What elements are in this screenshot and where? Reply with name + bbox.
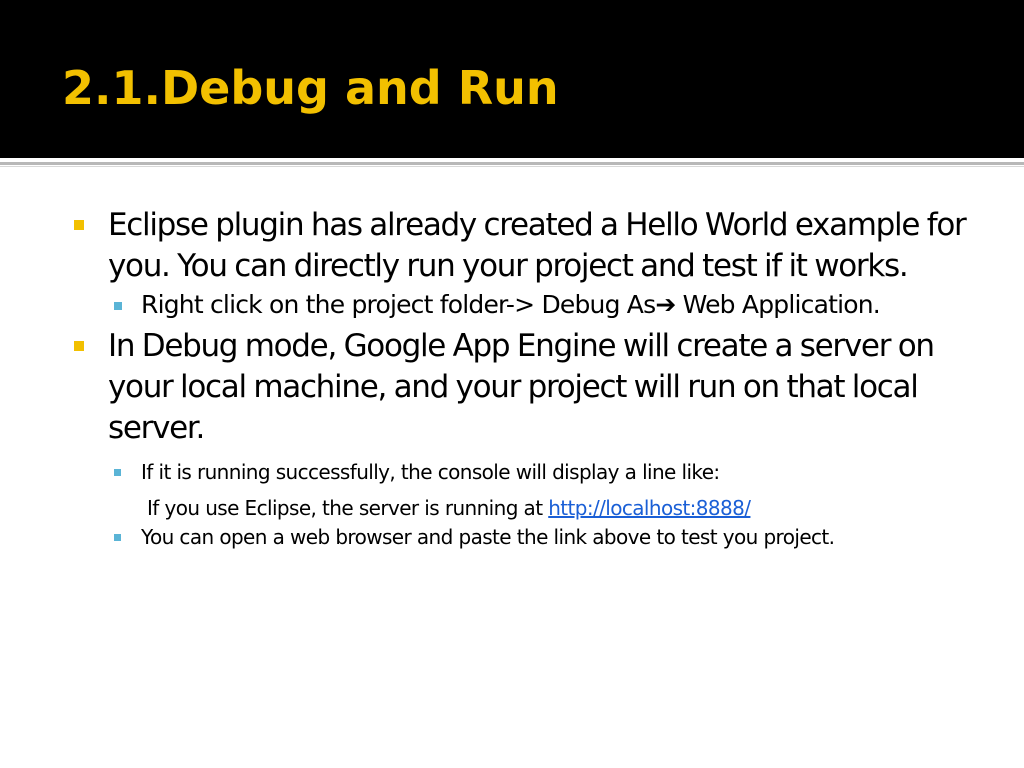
slide-header: 2.1.Debug and Run [0, 0, 1024, 158]
server-running-prefix: If you use Eclipse, the server is runnin… [147, 496, 549, 520]
sub-bullet-text: You can open a web browser and paste the… [141, 525, 835, 549]
bullet-text: In Debug mode, Google App Engine will cr… [108, 328, 935, 446]
bullet-debug-mode: In Debug mode, Google App Engine will cr… [74, 326, 984, 449]
sub-bullet-text: If it is running successfully, the conso… [141, 460, 720, 484]
localhost-link[interactable]: http://localhost:8888/ [548, 496, 751, 520]
sub-bullet-console: If it is running successfully, the conso… [108, 459, 984, 486]
square-sub-bullet-icon [114, 469, 121, 476]
square-sub-bullet-icon [114, 534, 121, 541]
sub-bullet-text-after: Web Application. [675, 290, 881, 319]
square-sub-bullet-icon [114, 302, 122, 310]
bullet-eclipse-plugin: Eclipse plugin has already created a Hel… [74, 205, 984, 287]
header-divider [0, 162, 1024, 165]
server-running-line: If you use Eclipse, the server is runnin… [147, 495, 984, 522]
sub-bullet-right-click: Right click on the project folder-> Debu… [108, 288, 984, 322]
right-arrow-icon: ➔ [655, 290, 676, 319]
bullet-text: Eclipse plugin has already created a Hel… [108, 207, 967, 284]
sub-bullet-text-before: Right click on the project folder-> Debu… [141, 290, 656, 319]
sub-bullet-open-browser: You can open a web browser and paste the… [108, 524, 984, 551]
square-bullet-icon [74, 220, 84, 230]
slide-body: Eclipse plugin has already created a Hel… [74, 205, 984, 551]
square-bullet-icon [74, 341, 84, 351]
header-divider-thin [0, 166, 1024, 167]
slide-title: 2.1.Debug and Run [62, 61, 559, 115]
